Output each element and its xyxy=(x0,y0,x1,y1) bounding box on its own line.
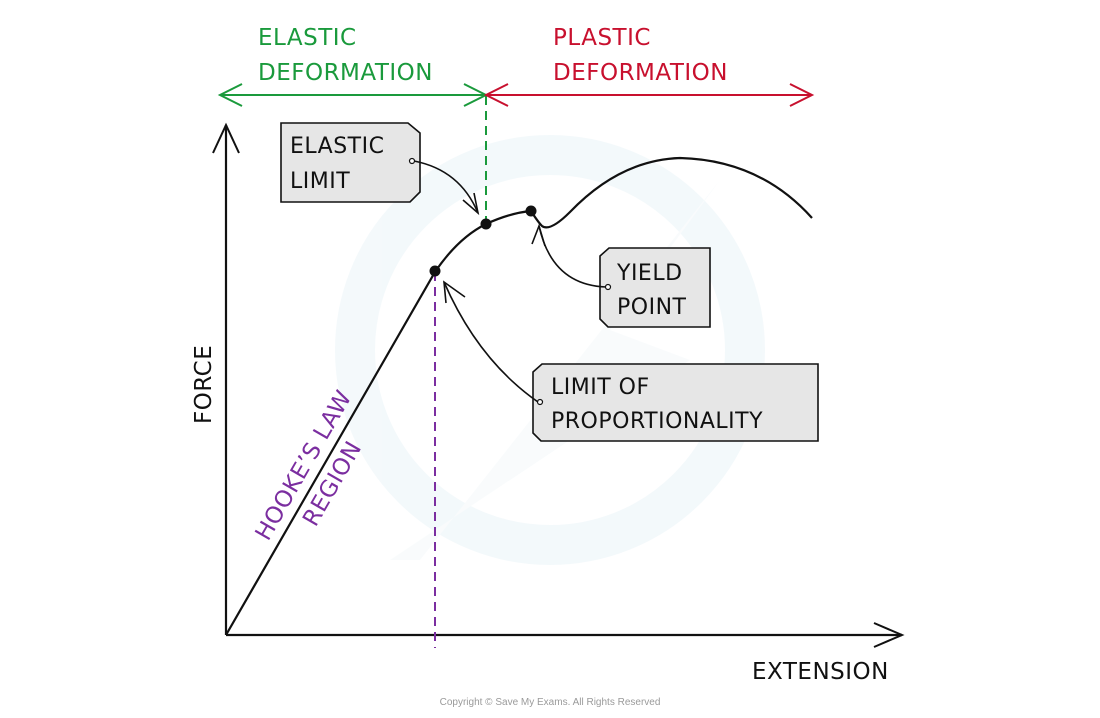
yield-point-marker xyxy=(525,205,537,217)
elastic-limit-point xyxy=(480,218,492,230)
copyright-notice: Copyright © Save My Exams. All Rights Re… xyxy=(440,697,661,708)
x-axis-arrowhead-icon xyxy=(873,622,905,648)
y-axis-arrowhead-icon xyxy=(212,122,240,154)
limit-of-proportionality-arrowhead-icon xyxy=(443,280,466,304)
yield-point-line1: YIELD xyxy=(616,261,683,286)
limit-of-proportionality-pointer xyxy=(443,281,539,403)
yield-point-line2: POINT xyxy=(617,295,687,320)
elastic-limit-callout: ELASTIC LIMIT xyxy=(280,122,480,216)
elastic-region-arrow xyxy=(217,83,489,107)
elastic-limit-line1: ELASTIC xyxy=(290,134,384,159)
elastic-label-line2: DEFORMATION xyxy=(258,60,433,86)
watermark-logo xyxy=(335,135,765,565)
x-axis xyxy=(226,622,905,648)
limit-of-proportionality-line2: PROPORTIONALITY xyxy=(551,409,763,434)
limit-of-proportionality-callout: LIMIT OF PROPORTIONALITY xyxy=(443,280,819,442)
elastic-label-line1: ELASTIC xyxy=(258,25,357,51)
y-axis xyxy=(212,122,240,635)
y-axis-label: FORCE xyxy=(191,345,217,424)
plastic-label-line2: DEFORMATION xyxy=(553,60,728,86)
yield-point-arrowhead-icon xyxy=(531,223,546,247)
yield-point-pointer xyxy=(538,225,607,288)
elastic-limit-pointer xyxy=(413,160,479,214)
yield-point-callout: YIELD POINT xyxy=(531,223,711,328)
limit-of-proportionality-point xyxy=(429,265,441,277)
elastic-limit-line2: LIMIT xyxy=(290,169,350,194)
plastic-label-line1: PLASTIC xyxy=(553,25,651,51)
x-axis-label: EXTENSION xyxy=(752,659,889,685)
plastic-region-arrow xyxy=(483,83,815,107)
limit-of-proportionality-line1: LIMIT OF xyxy=(551,375,650,400)
elastic-limit-arrowhead-icon xyxy=(462,192,480,216)
